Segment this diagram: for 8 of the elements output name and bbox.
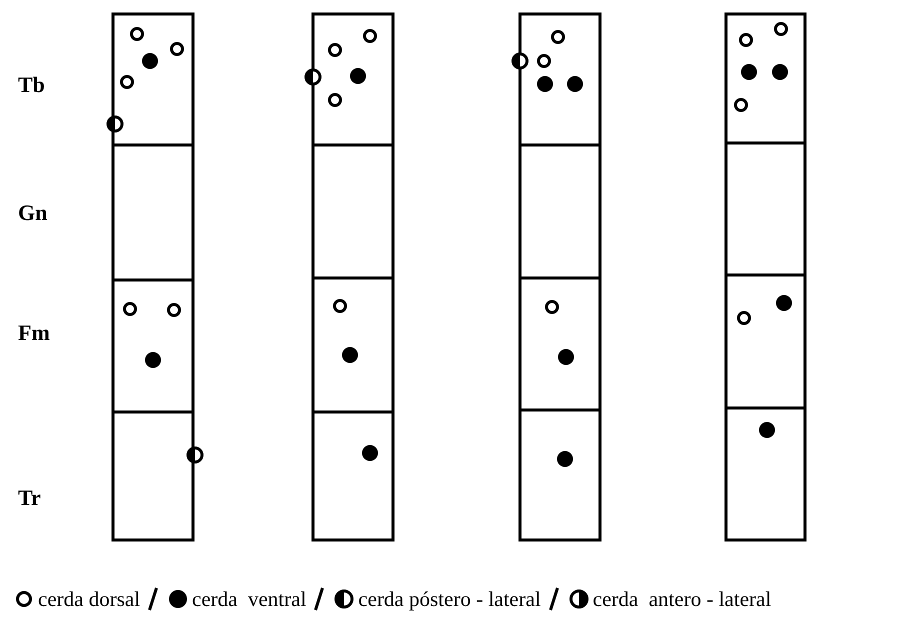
legend-label: cerda antero - lateral [592, 586, 772, 612]
segment-label: Fm [18, 322, 50, 344]
segment-label: Tr [18, 487, 41, 509]
legend-label: cerda dorsal [38, 586, 140, 612]
segment-label: Tb [18, 74, 45, 96]
legend-label: cerda ventral [192, 586, 306, 612]
legend-label: cerda póstero - lateral [358, 586, 541, 612]
segment-label: Gn [18, 202, 48, 224]
